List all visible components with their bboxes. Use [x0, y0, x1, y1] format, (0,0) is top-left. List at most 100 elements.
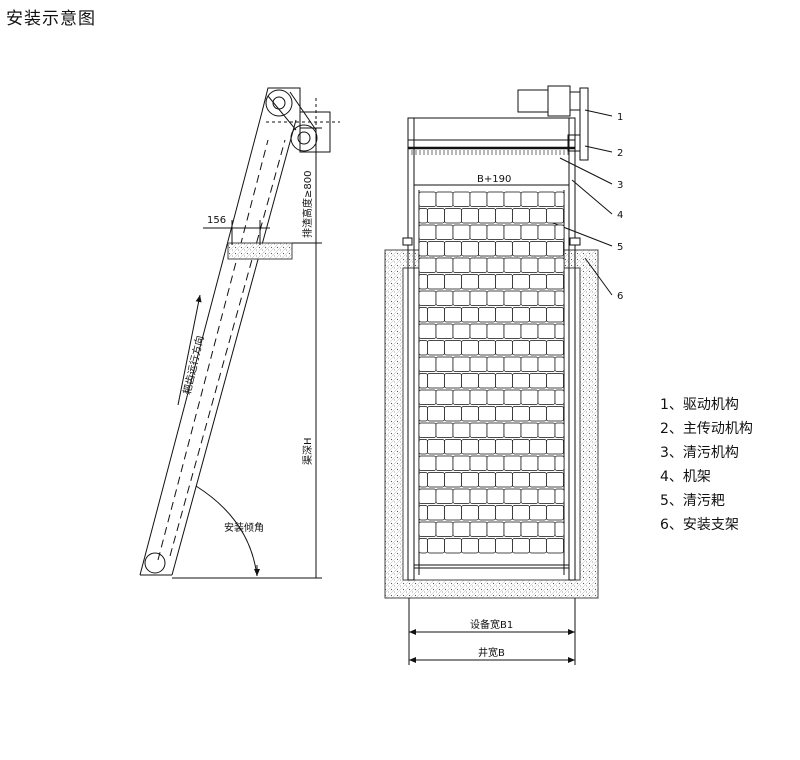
rake-bucket [418, 439, 428, 455]
rake-bucket [512, 340, 530, 356]
chain-path-right [169, 139, 286, 557]
rake-bucket [461, 274, 479, 290]
rake-bucket [529, 439, 547, 455]
drive-motor [517, 89, 549, 113]
rake-bucket [495, 505, 513, 521]
rake-bucket [444, 505, 462, 521]
rake-direction-label: 耙齿运行方向 [180, 334, 206, 395]
rake-bucket [452, 455, 471, 471]
rake-bucket [444, 241, 462, 257]
rake-bucket [512, 439, 530, 455]
rake-bucket [444, 307, 462, 323]
device-width-label: 设备宽B1 [470, 618, 513, 631]
rake-bucket [520, 455, 539, 471]
b-plus-190-label: B+190 [477, 174, 511, 185]
legend-item: 6、安装支架 [660, 517, 739, 533]
rake-bucket [461, 439, 479, 455]
callout-6: 6 [617, 291, 623, 302]
legend-item: 4、机架 [660, 469, 711, 485]
callout-5: 5 [617, 242, 623, 253]
rake-bucket [478, 274, 496, 290]
rake-bucket [461, 340, 479, 356]
rake-bucket [486, 455, 505, 471]
rake-bucket [452, 389, 471, 405]
rake-bucket [554, 521, 565, 537]
rake-bucket [469, 356, 488, 372]
legend-item: 1、驱动机构 [660, 397, 739, 413]
rake-bucket [512, 472, 530, 488]
rake-bucket [418, 406, 428, 422]
rake-bucket [503, 323, 522, 339]
rake-bucket [427, 241, 445, 257]
rake-bucket [537, 191, 556, 207]
rake-bucket [444, 472, 462, 488]
rake-bucket [529, 274, 547, 290]
rake-bucket [512, 241, 530, 257]
rake-bucket [452, 422, 471, 438]
rake-bucket [427, 340, 445, 356]
rake-bucket [418, 290, 437, 306]
rake-bucket [520, 191, 539, 207]
rake-bucket [469, 455, 488, 471]
rake-direction-arrow [177, 294, 202, 406]
rake-bucket [478, 307, 496, 323]
rake-bucket [461, 406, 479, 422]
callout-2: 2 [617, 148, 623, 159]
rake-bucket [486, 356, 505, 372]
frame-post-left [407, 117, 415, 581]
bottom-sprocket [144, 552, 166, 574]
rake-bucket [486, 323, 505, 339]
rake-bucket [520, 323, 539, 339]
side-view [139, 87, 340, 579]
rake-bucket [512, 505, 530, 521]
rake-bucket [546, 307, 564, 323]
rake-bucket [486, 224, 505, 240]
rake-bucket [461, 241, 479, 257]
rake-bucket [418, 505, 428, 521]
rake-bucket [444, 406, 462, 422]
rake-bucket [503, 521, 522, 537]
rake-bucket [546, 538, 564, 554]
rake-bucket [418, 472, 428, 488]
rake-bucket [452, 257, 471, 273]
rake-bucket [529, 241, 547, 257]
rake-bucket [529, 208, 547, 224]
rake-bucket [503, 290, 522, 306]
rake-bucket [461, 505, 479, 521]
rake-bucket [486, 191, 505, 207]
rake-bucket-grid [418, 191, 565, 554]
rake-bucket [486, 290, 505, 306]
rake-bucket [478, 373, 496, 389]
install-angle-label: 安装倾角 [224, 521, 264, 534]
rake-bucket [444, 208, 462, 224]
rake-bucket [418, 241, 428, 257]
rake-bucket [435, 224, 454, 240]
rake-bucket [512, 307, 530, 323]
rake-bucket [435, 389, 454, 405]
dim-156-label: 156 [207, 215, 226, 226]
rake-bucket [469, 422, 488, 438]
rake-bucket [486, 488, 505, 504]
rake-bucket [418, 488, 437, 504]
rake-bucket [478, 538, 496, 554]
rake-bucket [520, 488, 539, 504]
rake-bucket [427, 472, 445, 488]
rake-bucket [554, 422, 565, 438]
rake-bucket [418, 257, 437, 273]
callout-4: 4 [617, 210, 623, 221]
rake-bucket [503, 455, 522, 471]
rake-bucket [427, 538, 445, 554]
rake-bucket [452, 224, 471, 240]
rake-bucket [444, 373, 462, 389]
rake-bucket [503, 488, 522, 504]
rake-bucket [512, 208, 530, 224]
chain-path-left [157, 139, 269, 561]
rake-bucket [435, 488, 454, 504]
rake-bucket [435, 191, 454, 207]
rake-bucket [418, 373, 428, 389]
rake-bucket [461, 472, 479, 488]
rake-bucket [478, 439, 496, 455]
rake-bucket [520, 356, 539, 372]
rake-bucket [520, 422, 539, 438]
rake-bucket [537, 290, 556, 306]
